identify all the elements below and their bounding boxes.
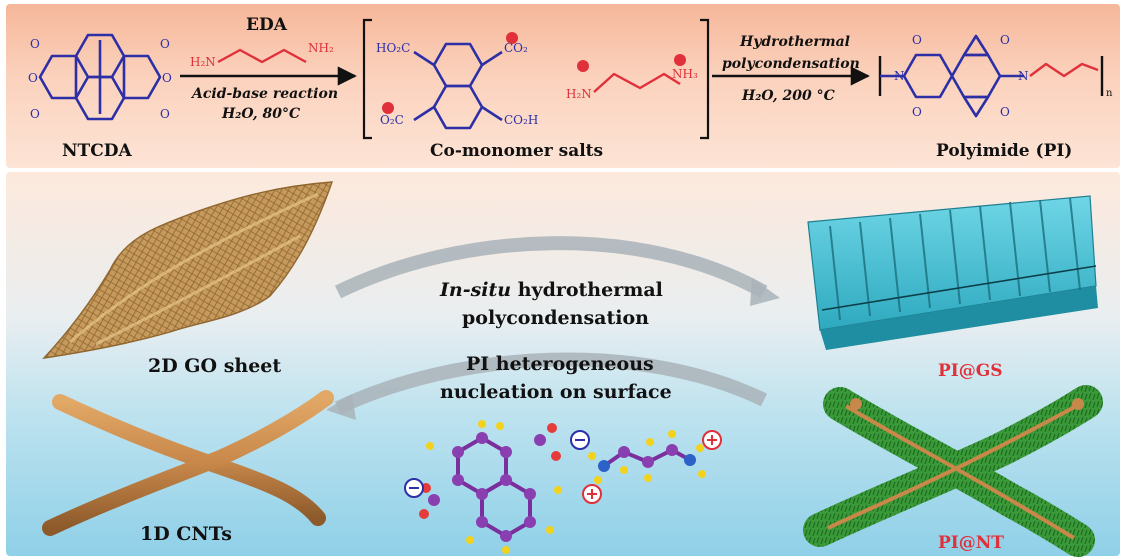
upper-process-label-line2: polycondensation bbox=[462, 307, 649, 329]
pi-gs-label: PI@GS bbox=[938, 361, 1003, 381]
eda-cation-ball-model bbox=[570, 430, 722, 504]
negative-charge-icon bbox=[506, 32, 518, 44]
ethylenediammonium: H₂N NH₃ bbox=[566, 54, 698, 101]
svg-text:NH₂: NH₂ bbox=[308, 41, 334, 55]
svg-text:O₂C: O₂C bbox=[380, 113, 404, 127]
svg-text:O: O bbox=[912, 33, 922, 47]
oxygen-atom: O bbox=[162, 71, 172, 85]
oxygen-atom: O bbox=[30, 37, 40, 51]
left-bracket bbox=[362, 18, 372, 140]
ntcda-molecule: O O O O O O bbox=[28, 33, 172, 121]
svg-text:O: O bbox=[1000, 105, 1010, 119]
cnt-label: 1D CNTs bbox=[140, 523, 232, 545]
lower-process-label-line2: nucleation on surface bbox=[440, 381, 672, 403]
upper-process-label-line1: In-situ hydrothermal bbox=[439, 279, 663, 301]
svg-text:HO₂C: HO₂C bbox=[376, 41, 410, 55]
upper-process-arrow bbox=[334, 236, 768, 299]
svg-text:N: N bbox=[894, 69, 905, 83]
pi-nt-label: PI@NT bbox=[938, 533, 1004, 553]
oxygen-atom: O bbox=[28, 71, 38, 85]
right-bracket bbox=[700, 18, 710, 140]
positive-charge-icon bbox=[577, 60, 589, 72]
lower-process-arrow bbox=[334, 352, 768, 415]
step2-temperature: H₂O, 200 °C bbox=[741, 88, 835, 104]
lower-process-label-line1: PI heterogeneous bbox=[466, 353, 654, 375]
svg-text:H₂N: H₂N bbox=[190, 55, 216, 69]
oxygen-atom: O bbox=[160, 107, 170, 121]
pi-gs-graphic bbox=[807, 195, 1098, 350]
cnt-tube-2 bbox=[42, 390, 334, 536]
go-sheet-label: 2D GO sheet bbox=[148, 355, 281, 377]
eda-label: EDA bbox=[246, 15, 288, 35]
svg-text:O: O bbox=[912, 105, 922, 119]
step1-temperature: H₂O, 80°C bbox=[221, 106, 300, 122]
svg-text:O: O bbox=[1000, 33, 1010, 47]
pi-nt-graphic bbox=[803, 385, 1103, 557]
co-monomer-salts-label: Co-monomer salts bbox=[430, 141, 603, 161]
oxygen-atom: O bbox=[30, 107, 40, 121]
reaction-scheme-panel bbox=[6, 4, 1120, 168]
naphthalene-tetracarboxylate: HO₂C CO₂ O₂C CO₂H bbox=[376, 32, 538, 130]
cnt-tube-1 bbox=[52, 394, 326, 526]
ntc-anion-ball-model bbox=[404, 420, 562, 554]
polyimide-label: Polyimide (PI) bbox=[936, 141, 1072, 161]
svg-text:H₂N: H₂N bbox=[566, 87, 592, 101]
step1-condition: Acid-base reaction bbox=[190, 86, 338, 102]
ntcda-label: NTCDA bbox=[62, 141, 132, 161]
svg-text:CO₂: CO₂ bbox=[504, 41, 528, 55]
eda-molecule: H₂N NH₂ bbox=[190, 41, 334, 69]
svg-text:NH₃: NH₃ bbox=[672, 67, 698, 81]
step2-condition-line2: polycondensation bbox=[722, 56, 860, 72]
polyimide-molecule: N N O O O O n bbox=[878, 33, 1113, 119]
go-sheet-graphic bbox=[42, 181, 334, 359]
svg-text:CO₂H: CO₂H bbox=[504, 113, 538, 127]
negative-charge-icon bbox=[382, 102, 394, 114]
positive-charge-icon bbox=[674, 54, 686, 66]
repeat-unit-n: n bbox=[1106, 88, 1113, 99]
oxygen-atom: O bbox=[160, 37, 170, 51]
step2-condition-line1: Hydrothermal bbox=[739, 34, 850, 50]
svg-text:N: N bbox=[1018, 69, 1029, 83]
